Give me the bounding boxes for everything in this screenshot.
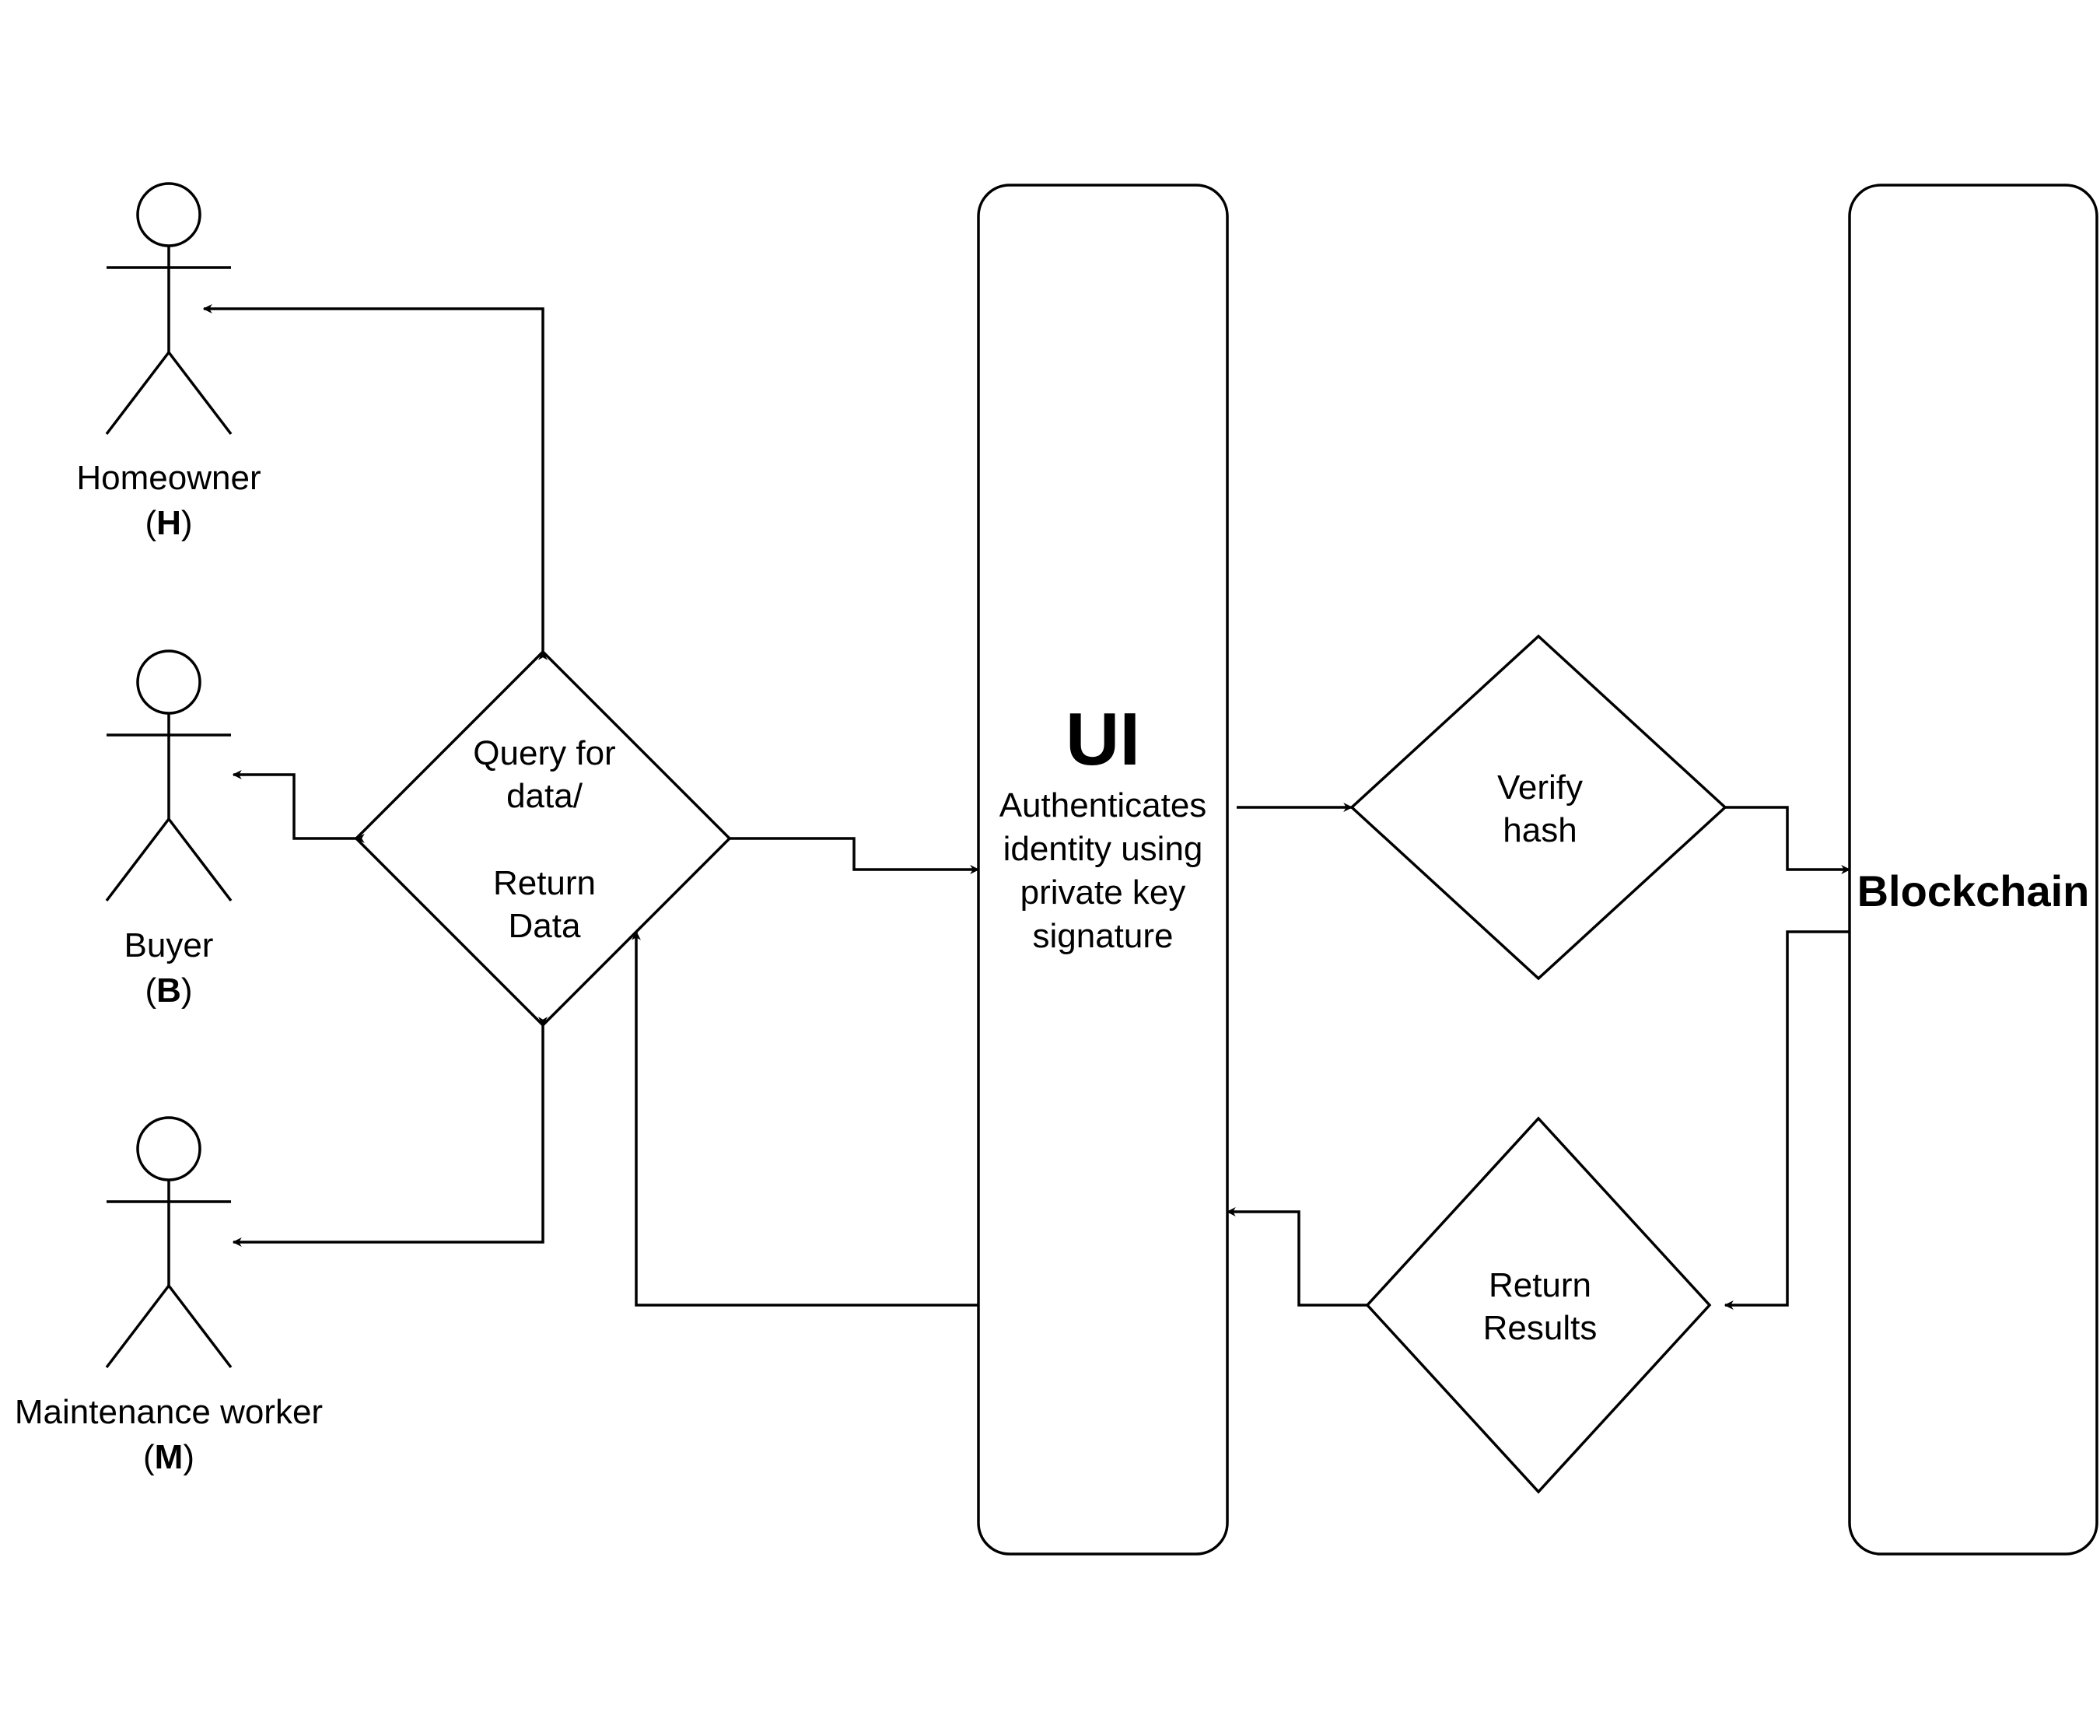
query-line-4: Return bbox=[493, 864, 596, 902]
edge-results-ui bbox=[1226, 1207, 1367, 1307]
query-line-5: Data bbox=[509, 907, 581, 945]
verify-line-2: hash bbox=[1503, 811, 1577, 849]
decision-return-results: Return Results bbox=[1365, 1116, 1712, 1494]
ui-desc-line-4: signature bbox=[1032, 917, 1173, 955]
verify-line-1: Verify bbox=[1497, 768, 1583, 807]
homeowner-code: (H) bbox=[145, 504, 192, 542]
buyer-figure-icon bbox=[105, 649, 233, 902]
ui-desc-line-2: identity using bbox=[1003, 830, 1203, 868]
homeowner-label: Homeowner bbox=[76, 459, 261, 497]
decision-verify-hash: Verify hash bbox=[1349, 634, 1727, 981]
results-line-2: Results bbox=[1483, 1309, 1598, 1347]
blockchain-box: Blockchain bbox=[1848, 184, 2098, 1556]
edge-homeowner-query bbox=[202, 304, 548, 660]
buyer-label: Buyer bbox=[124, 926, 214, 964]
decision-query-return-data: Query for data/ Return Data bbox=[354, 649, 732, 1027]
maintenance-code: (M) bbox=[143, 1438, 194, 1476]
query-line-1: Query for bbox=[473, 734, 615, 772]
maintenance-label: Maintenance worker bbox=[15, 1393, 323, 1431]
query-line-2: data/ bbox=[506, 777, 583, 815]
edge-maintenance-query bbox=[232, 1017, 548, 1247]
ui-desc-line-1: Authenticates bbox=[999, 786, 1207, 824]
actor-buyer: Buyer (B) bbox=[105, 649, 233, 1010]
edge-verify-blockchain bbox=[1725, 806, 1851, 874]
edge-query-ui bbox=[730, 837, 980, 874]
edge-ui-query-return bbox=[632, 930, 978, 1307]
connectors bbox=[202, 304, 1851, 1310]
ui-box: UI Authenticates identity using private … bbox=[977, 184, 1229, 1556]
blockchain-title: Blockchain bbox=[1857, 866, 2090, 915]
ui-desc-line-3: private key bbox=[1020, 873, 1186, 912]
edge-buyer-query bbox=[232, 770, 365, 843]
maintenance-figure-icon bbox=[105, 1116, 233, 1369]
ui-title: UI bbox=[1066, 698, 1140, 781]
buyer-code: (B) bbox=[145, 971, 192, 1010]
actor-maintenance-worker: Maintenance worker (M) bbox=[15, 1116, 323, 1476]
edge-blockchain-results bbox=[1724, 930, 1850, 1310]
results-line-1: Return bbox=[1489, 1266, 1591, 1304]
actor-homeowner: Homeowner (H) bbox=[76, 182, 261, 542]
